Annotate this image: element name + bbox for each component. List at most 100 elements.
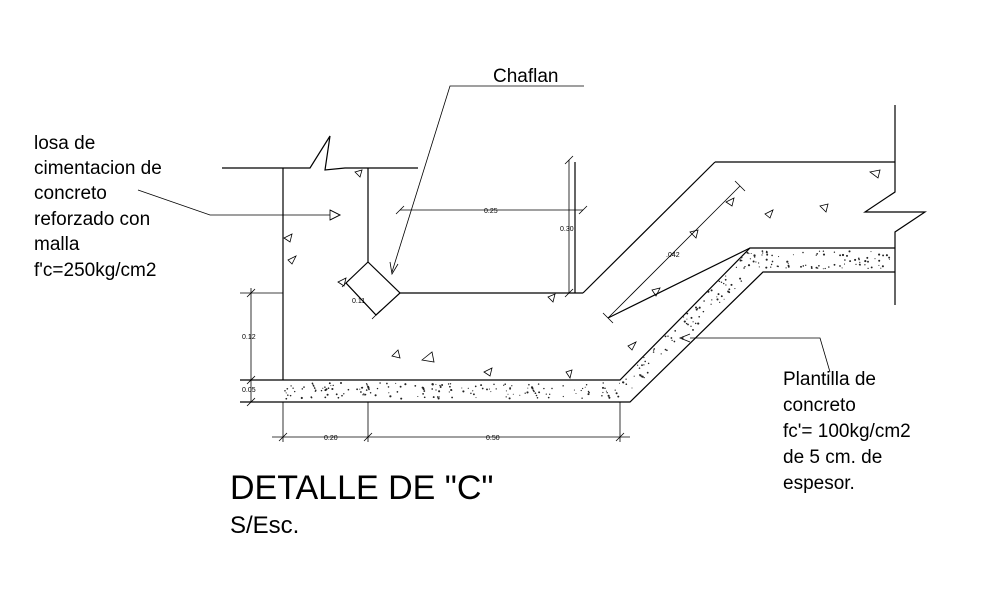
stipple-dot [395,382,397,384]
stipple-dot [547,396,550,399]
stipple-dot [526,391,529,394]
stipple-dot [474,385,477,388]
stipple-dot [414,385,417,387]
losa-line-1: losa de [34,133,95,154]
stipple-dot [330,385,332,387]
stipple-dot [643,356,645,359]
stipple-dot [285,392,287,394]
stipple-dot [545,393,547,395]
stipple-dot [311,397,313,399]
leader-lines [137,85,831,373]
stipple-dot [581,397,583,399]
stipple-dot [644,360,646,363]
stipple-dot [581,387,584,390]
stipple-dot [369,392,372,394]
stipple-dot [575,393,577,394]
stipple-dot [723,298,725,300]
losa-line-5: malla [34,234,80,255]
stipple-dot [292,387,294,389]
stipple-dot [366,384,368,386]
stipple-dot [716,296,718,298]
stipple-dot [341,394,343,397]
stipple-dot [365,389,368,391]
stipple-dot [343,393,345,395]
stipple-dot [504,383,507,386]
stipple-dot [618,382,621,384]
stipple-dot [778,256,780,258]
stipple-dot [828,266,830,268]
stipple-dot [747,264,751,267]
stipple-dot [531,387,534,390]
stipple-dot [748,253,750,255]
stipple-dot [786,260,789,263]
stipple-dot [389,395,392,398]
stipple-dot [740,256,743,259]
stipple-dot [486,388,488,391]
stipple-dot [725,275,727,277]
stipple-dot [839,265,841,267]
stipple-dot [878,264,880,266]
stipple-dot [439,386,442,388]
stipple-dot [636,364,639,366]
stipple-dot [815,254,817,256]
stipple-dot [762,252,764,254]
stipple-dot [744,265,746,268]
stipple-dot [846,254,848,257]
stipple-dot [435,383,437,385]
stipple-dot [509,387,512,390]
stipple-dot [472,393,475,396]
stipple-dot [746,251,749,254]
stipple-dot [284,390,286,392]
stipple-dot [697,322,700,325]
stipple-dot [723,282,725,285]
stipple-dot [438,396,440,398]
stipple-dot [519,394,521,396]
stipple-dot [493,383,495,386]
stipple-dot [690,325,692,327]
stipple-dot [431,383,434,386]
stipple-dot [785,267,787,269]
stipple-dot [870,251,872,253]
stipple-dot [449,385,451,388]
stipple-dot [849,260,852,263]
plantilla-line-1: Plantilla de [783,369,876,390]
stipple-dot [833,263,836,266]
stipple-dot [816,252,819,255]
stipple-dot [587,390,590,393]
stipple-dot [431,388,434,390]
losa-line-4: reforzado con [34,209,150,230]
stipple-dot [313,385,315,387]
stipple-dot [725,284,727,286]
stipple-dot [438,390,441,393]
detail-subtitle: S/Esc. [230,512,299,539]
stipple-dot [841,253,845,257]
stipple-dot [728,288,731,291]
stipple-dot [511,385,513,387]
stipple-dot [882,254,885,257]
stipple-dot [758,266,760,268]
stipple-dot [601,386,605,389]
stipple-dot [728,291,731,294]
stipple-dot [749,258,752,260]
stipple-dot [505,390,507,392]
stipple-dot [720,281,723,284]
stipple-dot [312,383,314,385]
stipple-dot [423,390,426,392]
stipple-dot [286,387,289,390]
stipple-dot [365,383,368,385]
stipple-dot [399,385,402,388]
stipple-dot [290,385,292,387]
stipple-dot [633,375,635,377]
stipple-dot [608,396,610,398]
stipple-dot [324,386,326,388]
stipple-dot [755,261,757,263]
slab-outline [222,105,927,403]
stipple-dot [503,384,505,386]
stipple-dot [867,260,869,263]
stipple-dot [765,258,768,261]
stipple-dot [716,298,719,301]
stipple-dot [740,280,743,282]
stipple-dot [757,262,760,264]
stipple-dot [359,388,361,390]
stipple-dot [664,335,667,338]
